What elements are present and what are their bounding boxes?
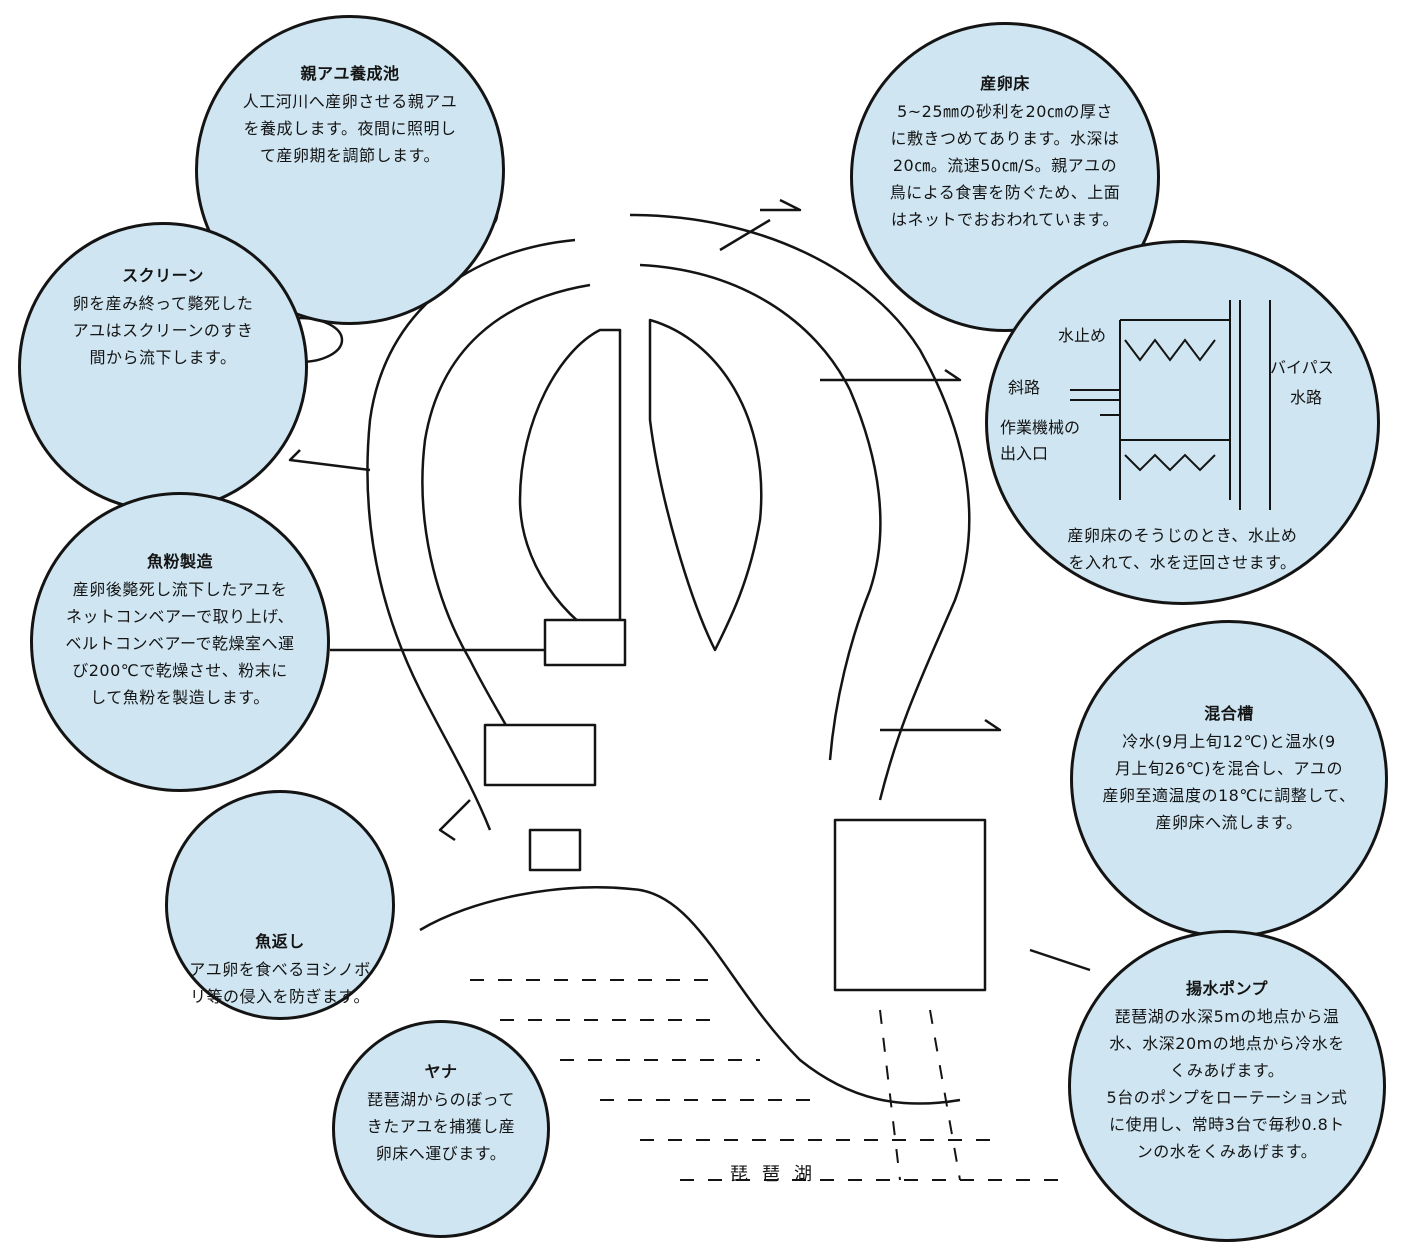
callout-line: ンの水をくみあげます。 bbox=[1136, 1142, 1318, 1161]
callout-line: 間から流下します。 bbox=[89, 348, 237, 367]
callout-screen: スクリーン 卵を産み終って斃死した アユはスクリーンのすき 間から流下します。 bbox=[28, 262, 298, 371]
callout-title: 揚水ポンプ bbox=[1185, 979, 1269, 998]
callout-line: はネットでおおわれています。 bbox=[890, 210, 1120, 229]
callout-line: に敷きつめてあります。水深は bbox=[890, 129, 1120, 148]
center-island-right bbox=[648, 318, 763, 652]
callout-line: 水、水深20mの地点から冷水を bbox=[1109, 1034, 1345, 1053]
callout-line: 20㎝。流速50㎝/S。親アユの bbox=[892, 156, 1118, 175]
callout-bypass: 産卵床のそうじのとき、水止め を入れて、水を迂回させます。 bbox=[1010, 522, 1355, 576]
callout-line: に使用し、常時3台で毎秒0.8ト bbox=[1109, 1115, 1345, 1134]
callout-line: 琵琶湖の水深5mの地点から温 bbox=[1114, 1007, 1340, 1026]
callout-line: きたアユを捕獲し産 bbox=[366, 1117, 516, 1136]
center-island-left bbox=[518, 328, 622, 652]
yana-trap bbox=[528, 828, 582, 872]
callout-bubble-screen bbox=[18, 222, 308, 512]
channel-inner-wall bbox=[421, 263, 882, 761]
callout-title: 混合槽 bbox=[1204, 704, 1254, 723]
building-mid bbox=[543, 618, 627, 667]
callout-line: ベルトコンベアーで乾燥室へ運 bbox=[65, 634, 295, 653]
callout-line: 産卵至適温度の18℃に調整して、 bbox=[1102, 786, 1356, 805]
callout-line: 人工河川へ産卵させる親アユ bbox=[242, 92, 458, 111]
callout-line: して魚粉を製造します。 bbox=[90, 688, 270, 707]
callout-title: スクリーン bbox=[122, 266, 204, 285]
callout-line: リ等の侵入を防ぎます。 bbox=[190, 987, 370, 1006]
callout-title: 魚粉製造 bbox=[146, 552, 213, 571]
callout-line: 琵琶湖からのぼって bbox=[367, 1090, 515, 1109]
callout-bubble-uogaeshi bbox=[165, 790, 395, 1020]
callout-bubble-kongo bbox=[1070, 620, 1388, 938]
callout-bubble-gyofun bbox=[30, 492, 330, 792]
callout-line: を入れて、水を迂回させます。 bbox=[1068, 553, 1297, 572]
callout-bubble-pump bbox=[1068, 930, 1386, 1242]
callout-uogaeshi: 魚返し アユ卵を食べるヨシノボ リ等の侵入を防ぎます。 bbox=[172, 928, 388, 1010]
callout-line: 月上旬26℃)を混合し、アユの bbox=[1114, 759, 1344, 778]
callout-line: アユはスクリーンのすき bbox=[72, 321, 254, 340]
callout-bubble-yana bbox=[332, 1020, 550, 1238]
callout-title: 親アユ養成池 bbox=[300, 64, 400, 83]
callout-line: くみあげます。 bbox=[1169, 1061, 1285, 1080]
label-sagyo-1: 作業機械の bbox=[1000, 418, 1081, 437]
callout-gyofun: 魚粉製造 産卵後斃死し流下したアユを ネットコンベアーで取り上げ、 ベルトコンベ… bbox=[40, 548, 320, 711]
callout-title: 産卵床 bbox=[980, 74, 1030, 93]
callout-line: 産卵床のそうじのとき、水止め bbox=[1067, 526, 1298, 545]
callout-line: アユ卵を食べるヨシノボ bbox=[189, 960, 371, 979]
callout-sanrando: 産卵床 5~25㎜の砂利を20㎝の厚さ に敷きつめてあります。水深は 20㎝。流… bbox=[858, 70, 1152, 233]
callout-title: ヤナ bbox=[424, 1062, 458, 1081]
callout-line: て産卵期を調節します。 bbox=[260, 146, 440, 165]
label-shaoro: 斜路 bbox=[1008, 378, 1041, 397]
callout-title: 魚返し bbox=[255, 932, 305, 951]
callout-line: 産卵床へ流します。 bbox=[1155, 813, 1303, 832]
callout-line: 5~25㎜の砂利を20㎝の厚さ bbox=[897, 102, 1113, 121]
channel-outer-wall bbox=[366, 213, 971, 831]
label-bypass-1: バイパス bbox=[1270, 358, 1334, 377]
callout-line: 5台のポンプをローテーション式 bbox=[1106, 1088, 1348, 1107]
callout-yana: ヤナ 琵琶湖からのぼって きたアユを捕獲し産 卵床へ運びます。 bbox=[338, 1058, 544, 1167]
flow-arrows bbox=[288, 198, 1091, 972]
callout-line: 卵を産み終って斃死した bbox=[72, 294, 254, 313]
lake-water-dashes bbox=[470, 979, 1060, 1181]
callout-line: を養成します。夜間に照明し bbox=[243, 119, 457, 138]
callout-line: 産卵後斃死し流下したアユを bbox=[72, 580, 288, 599]
callout-line: ネットコンベアーで取り上げ、 bbox=[66, 607, 294, 626]
callout-line: 卵床へ運びます。 bbox=[375, 1144, 507, 1163]
callout-kongo: 混合槽 冷水(9月上旬12℃)と温水(9 月上旬26℃)を混合し、アユの 産卵至… bbox=[1078, 700, 1380, 836]
callout-line: 鳥による食害を防ぐため、上面 bbox=[889, 183, 1121, 202]
callout-line: 冷水(9月上旬12℃)と温水(9 bbox=[1122, 732, 1336, 751]
callout-oya-ayu: 親アユ養成池 人工河川へ産卵させる親アユ を養成します。夜間に照明し て産卵期を… bbox=[205, 60, 495, 169]
pump-building bbox=[833, 818, 987, 992]
callout-line: び200℃で乾燥させ、粉末に bbox=[72, 661, 288, 680]
label-sagyo-2: 出入口 bbox=[1000, 444, 1049, 463]
callout-pump: 揚水ポンプ 琵琶湖の水深5mの地点から温 水、水深20mの地点から冷水を くみあ… bbox=[1072, 975, 1382, 1165]
lake-label: 琵琶湖 bbox=[730, 1164, 826, 1185]
label-bypass-2: 水路 bbox=[1290, 388, 1323, 407]
label-mizudome: 水止め bbox=[1058, 326, 1107, 345]
building-left bbox=[483, 723, 597, 787]
lake-shoreline bbox=[419, 886, 961, 1105]
